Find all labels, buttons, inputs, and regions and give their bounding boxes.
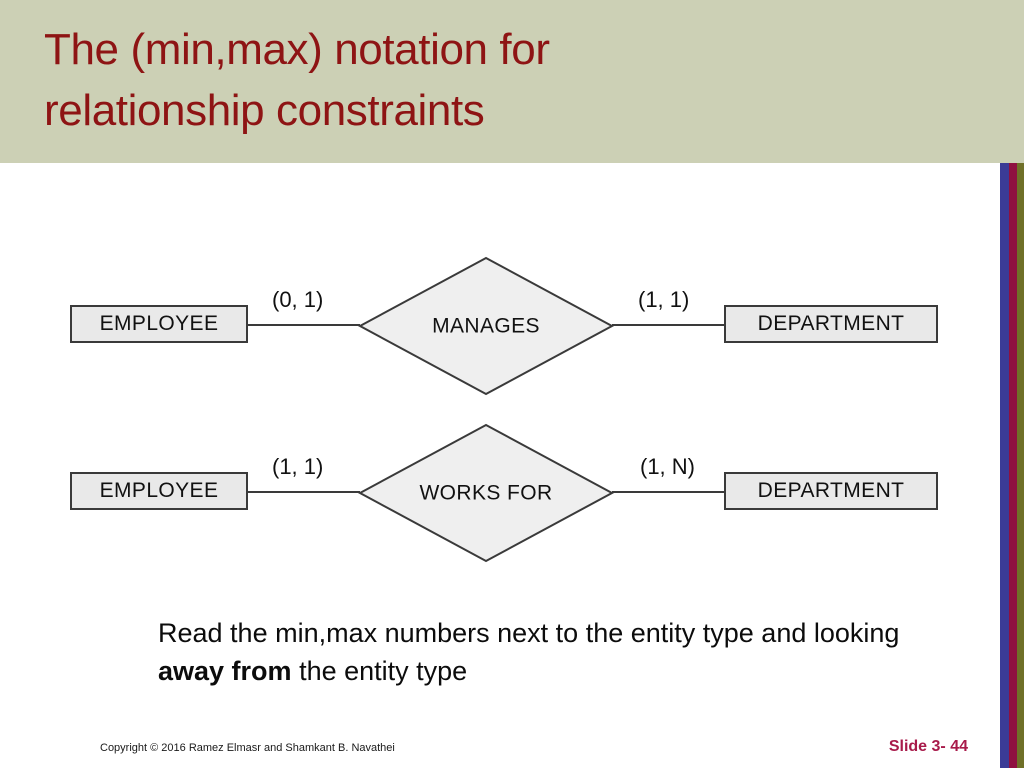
entity-department-works-for[interactable]: DEPARTMENT — [724, 472, 938, 510]
caption-part-1: Read the min,max numbers next to the ent… — [158, 618, 900, 648]
connector-employee-manages — [248, 324, 360, 326]
connector-works-for-department — [612, 491, 726, 493]
connector-employee-works-for — [248, 491, 360, 493]
cardinality-manages-department: (1, 1) — [638, 287, 690, 312]
relationship-works-for[interactable]: WORKS FOR — [357, 423, 615, 563]
connector-manages-department — [612, 324, 726, 326]
page-title: The (min,max) notation for relationship … — [44, 25, 550, 135]
accent-stripe-group — [1000, 163, 1024, 768]
cardinality-works-for-department: (1, N) — [640, 454, 695, 479]
er-diagram: EMPLOYEE (0, 1) MANAGES (1, 1) DEPARTMEN… — [0, 163, 1000, 603]
slide-header: The (min,max) notation for relationship … — [0, 0, 1024, 163]
cardinality-employee-works-for: (1, 1) — [272, 454, 324, 479]
caption-emphasis: away from — [158, 656, 292, 687]
relationship-manages[interactable]: MANAGES — [357, 256, 615, 396]
caption-part-2: the entity type — [291, 656, 468, 687]
slide-number: Slide 3- 44 — [888, 738, 968, 755]
accent-stripe-olive — [1017, 163, 1024, 768]
copyright-notice: Copyright © 2016 Ramez Elmasr and Shamka… — [100, 742, 395, 754]
relationship-manages-label: MANAGES — [432, 315, 540, 338]
caption-text: Read the min,max numbers next to the ent… — [158, 614, 918, 691]
entity-employee-works-for[interactable]: EMPLOYEE — [70, 472, 248, 510]
accent-stripe-blue — [1000, 163, 1009, 768]
entity-employee-manages[interactable]: EMPLOYEE — [70, 305, 248, 343]
entity-department-manages[interactable]: DEPARTMENT — [724, 305, 938, 343]
cardinality-employee-manages: (0, 1) — [272, 287, 324, 312]
accent-stripe-maroon — [1009, 163, 1017, 768]
relationship-works-for-label: WORKS FOR — [419, 482, 552, 505]
